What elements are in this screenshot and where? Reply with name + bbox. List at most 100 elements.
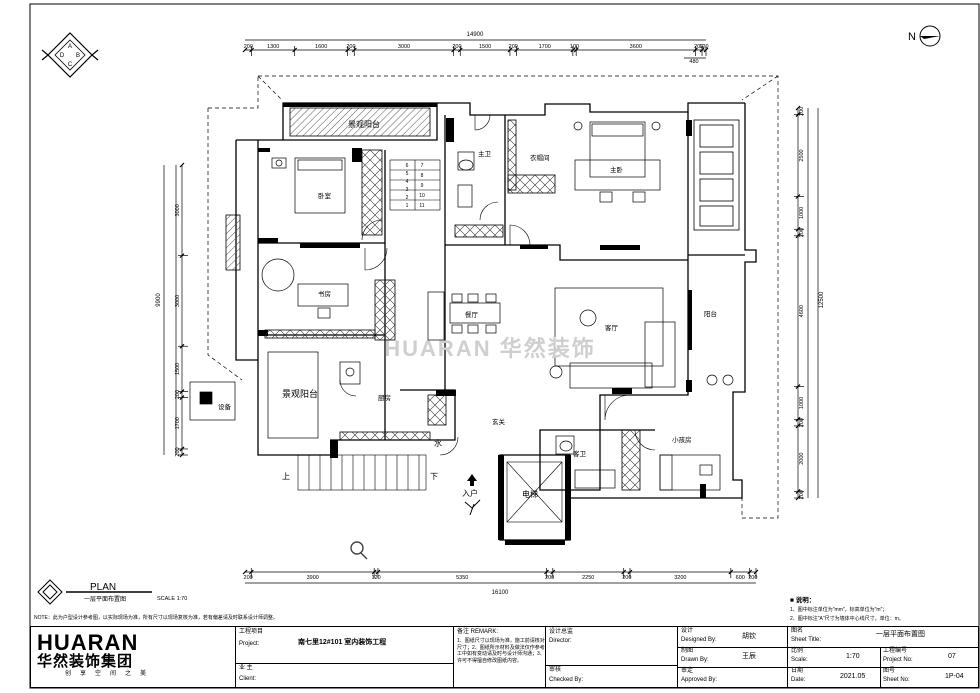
right-total-dim: 12500	[819, 291, 825, 308]
room-label-closet: 衣帽间	[530, 153, 550, 162]
scale-label-en: Scale:	[791, 657, 808, 663]
sheet-no-label-cn: 图号	[883, 668, 896, 674]
remark-label: 备注 REMARK:	[457, 629, 499, 635]
brand-slogan: 创享空间之美	[65, 670, 156, 677]
stair-number-5: 5	[406, 171, 409, 177]
top-right-extra-dim: 480	[689, 59, 698, 65]
client-label-en: Client:	[239, 676, 257, 682]
plan-note: NOTE：此为户型设计参考图，以实际现场为准，所有尺寸以现场复核为准，若有偏差请…	[34, 614, 278, 621]
brand-logo: HUARAN 华然装饰集团 创享空间之美	[37, 630, 237, 677]
left-dim-5: 200	[175, 447, 181, 456]
top-dim-8: 1700	[539, 44, 551, 50]
watermark: HUARAN 华然装饰	[384, 336, 595, 361]
sheet-title-label-cn: 图名	[791, 628, 804, 634]
compass-letter-a: A	[68, 44, 72, 50]
right-dim-8: 200	[799, 490, 805, 499]
top-dim-11: 200	[694, 44, 703, 50]
compass-letter-d: D	[60, 53, 65, 59]
walls	[235, 102, 757, 541]
bottom-dim-0: 200	[244, 575, 253, 581]
room-label-bath-small: 客卫	[573, 449, 587, 458]
bottom-total-dim: 16100	[492, 590, 509, 596]
room-label-dining: 餐厅	[465, 310, 479, 319]
director-cell: 设计总监 Director: 审核 Checked By:	[545, 627, 677, 687]
top-total-dim: 14900	[467, 32, 484, 38]
approved-label-cn: 审定	[681, 668, 694, 674]
room-label-down: 下	[430, 472, 438, 481]
remark-text: 1、图纸尺寸以现场为准，施工前请核对现场尺寸；2、图纸所示材料及做法仅作参考，施…	[457, 638, 545, 664]
right-dim-1: 2500	[799, 149, 805, 161]
designed-label-en: Designed By:	[681, 637, 717, 643]
date-value: 2021.05	[840, 673, 866, 680]
designer-cell: 设计 Designed By: 胡钦 制图 Drawn By: 王辰 审定 Ap…	[677, 627, 787, 687]
bottom-dim-2: 120	[371, 575, 380, 581]
room-label-elevator: 电梯	[522, 489, 538, 499]
site-boundary-diag	[257, 75, 779, 101]
approved-label-en: Approved By:	[681, 677, 718, 683]
designed-value: 胡钦	[742, 633, 756, 640]
balcony-window-panes	[699, 124, 734, 227]
stair-number-3: 3	[406, 187, 409, 193]
plan-title-text: 一层平面布置图	[84, 595, 126, 603]
room-label-entry: 入户	[462, 488, 478, 498]
left-dim-3: 200	[175, 390, 181, 399]
legend-line-2: 2、图中标注"A"尺寸为墙体中心线尺寸，单位：m。	[790, 615, 904, 622]
left-dim-1: 3000	[175, 295, 181, 307]
elevator-shaft	[506, 461, 563, 523]
scale-label-cn: 比例	[791, 648, 804, 654]
room-label-kitchen: 厨房	[378, 393, 391, 402]
room-label-foyer: 玄关	[492, 417, 506, 426]
right-dimension-chain	[794, 105, 819, 501]
stair-number-11: 11	[419, 203, 424, 209]
furniture	[189, 121, 734, 491]
compass-letter-c: C	[68, 62, 73, 68]
wall-fills	[258, 103, 706, 545]
room-label-equip: 设备	[218, 402, 232, 411]
right-dim-0: 200	[799, 107, 805, 116]
remark-cell: 备注 REMARK: 1、图纸尺寸以现场为准，施工前请核对现场尺寸；2、图纸所示…	[453, 627, 545, 687]
doors	[339, 114, 656, 456]
stair-number-9: 9	[421, 183, 424, 189]
room-label-balcony-right: 阳台	[704, 309, 717, 318]
bottom-dim-7: 3200	[674, 575, 686, 581]
plan-label: PLAN	[90, 582, 116, 593]
left-dim-4: 1700	[175, 417, 181, 429]
stair-number-4: 4	[406, 179, 409, 185]
stair-number-6: 6	[406, 163, 409, 169]
right-dim-4: 4600	[799, 305, 805, 317]
top-dim-4: 3000	[398, 44, 410, 50]
room-label-kid: 小孩房	[672, 435, 692, 444]
legend-title: ■ 说明：	[790, 595, 815, 604]
left-total-dim: 9900	[156, 293, 162, 307]
legend-line-1: 1、图中标注单位为"mm"，标高单位为"m"；	[790, 606, 887, 613]
internal-staircase	[389, 159, 441, 211]
top-dim-3: 200	[346, 44, 355, 50]
room-label-master: 主卧	[610, 165, 624, 174]
checked-label-en: Checked By:	[549, 677, 584, 683]
top-dim-9: 100	[570, 44, 579, 50]
sheet-info-cell: 图名 Sheet Title: 一层平面布置图 比例 Scale: 1:70 工…	[787, 627, 978, 687]
left-dimension-chain	[163, 162, 188, 458]
room-label-water: 水	[434, 438, 442, 448]
right-dim-6: 200	[799, 418, 805, 427]
exterior-stairs	[297, 454, 427, 491]
checked-label-cn: 审核	[549, 667, 562, 673]
bottom-dim-5: 2250	[582, 575, 594, 581]
right-dim-3: 200	[799, 228, 805, 237]
drawn-label-cn: 制图	[681, 648, 694, 654]
site-boundary	[207, 75, 779, 519]
date-label-en: Date:	[791, 677, 806, 683]
bottom-dim-1: 3900	[307, 575, 319, 581]
room-labels: 景观阳台 卧室 书房 主卫 衣帽间 主卧 餐厅 客厅 阳台 景观阳台 厨房 玄关…	[218, 119, 717, 499]
project-label-cn: 工程项目	[239, 629, 264, 635]
bottom-dim-4: 200	[545, 575, 554, 581]
bottom-dim-8: 600	[736, 575, 745, 581]
sheet-title-label-en: Sheet Title:	[791, 637, 822, 643]
director-label-en: Director:	[549, 638, 572, 644]
top-dim-6: 1500	[479, 44, 491, 50]
room-label-balcony-left: 景观阳台	[282, 388, 318, 399]
north-arrow-icon: N	[908, 25, 941, 47]
room-label-living: 客厅	[605, 323, 619, 332]
right-dim-7: 2000	[799, 453, 805, 465]
